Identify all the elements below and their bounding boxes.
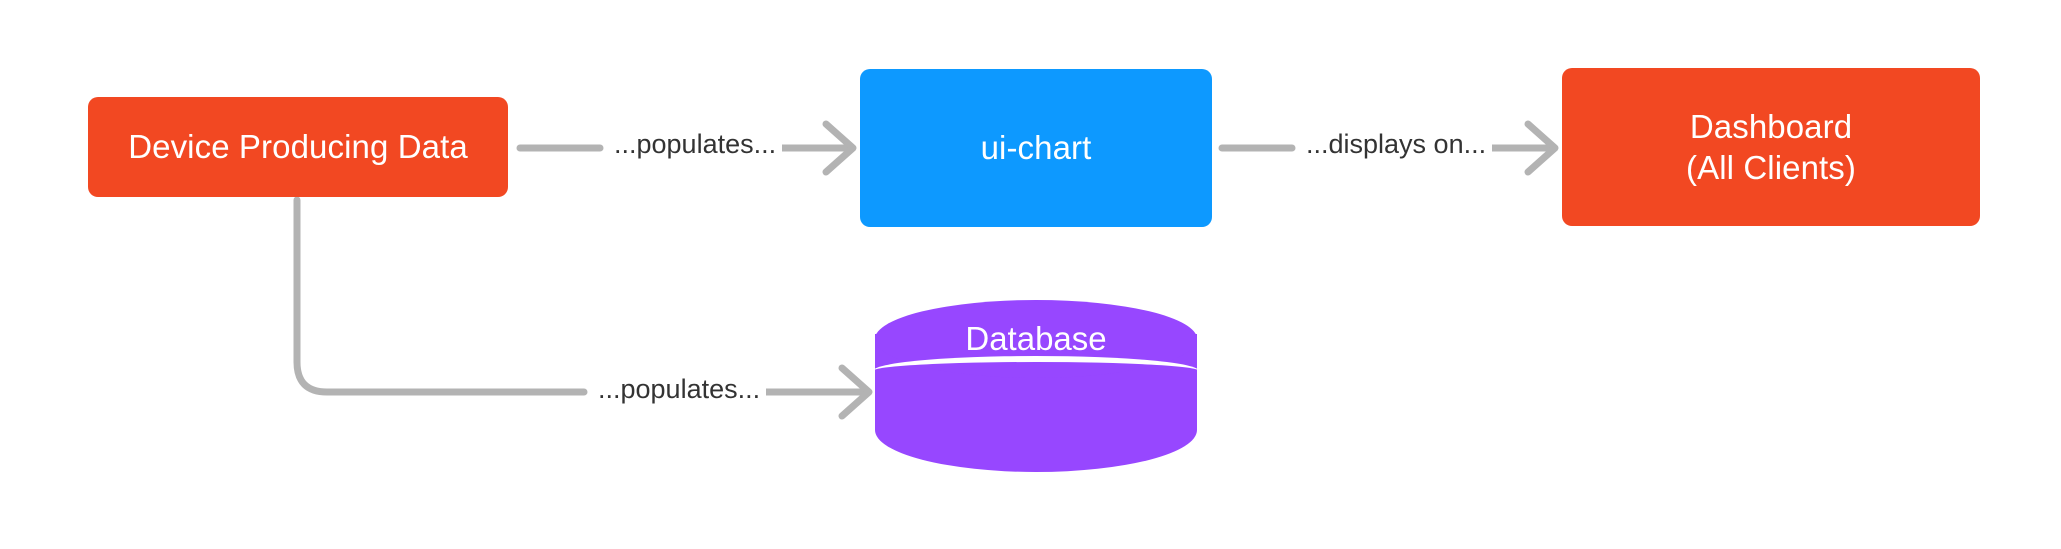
node-database[interactable]: Database	[873, 300, 1199, 472]
arrowhead-icon	[822, 120, 857, 176]
edge-label-displays-on: ...displays on...	[1300, 129, 1493, 160]
node-device-producing-data[interactable]: Device Producing Data	[88, 97, 508, 197]
node-ui-chart-label-line-1: ui-chart	[980, 129, 1092, 167]
node-dashboard-label-line-2: (All Clients)	[1686, 149, 1856, 186]
edge-device-to-database	[293, 196, 873, 420]
node-database-label: Database	[965, 320, 1107, 357]
edge-label-populates-chart: ...populates...	[608, 129, 783, 160]
edge-segment-elbow	[293, 196, 588, 396]
node-ui-chart[interactable]: ui-chart	[860, 69, 1212, 227]
node-dashboard[interactable]: Dashboard (All Clients)	[1562, 68, 1980, 226]
node-dashboard-label: Dashboard (All Clients)	[1686, 106, 1856, 189]
database-cylinder-top	[875, 300, 1197, 378]
edge-label-populates-database: ...populates...	[592, 374, 767, 405]
node-ui-chart-label: ui-chart	[981, 127, 1092, 168]
node-device-label-line-1: Device Producing Data	[128, 128, 468, 166]
node-device-label: Device Producing Data	[128, 126, 468, 167]
arrowhead-icon	[1524, 120, 1559, 176]
arrowhead-icon	[838, 364, 873, 420]
node-dashboard-label-line-1: Dashboard	[1689, 107, 1853, 145]
